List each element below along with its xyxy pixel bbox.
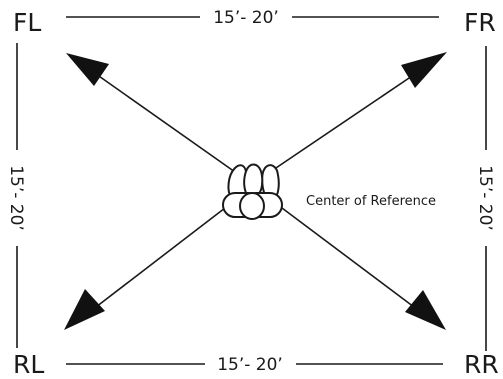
- right-dimension: 15’- 20’: [475, 46, 495, 351]
- corner-label-rear-right: RR: [464, 350, 499, 379]
- right-dimension-label: 15’- 20’: [475, 165, 495, 231]
- left-dimension-label: 15’- 20’: [6, 165, 26, 231]
- arrow-to-rear-left-icon: [64, 207, 226, 330]
- arrow-to-front-left-icon: [66, 53, 236, 173]
- corner-label-front-right: FR: [464, 8, 496, 37]
- left-dimension: 15’- 20’: [6, 43, 26, 348]
- bottom-dimension: 15’- 20’: [66, 355, 443, 375]
- center-of-reference-label: Center of Reference: [306, 194, 436, 209]
- top-dimension-label: 15’- 20’: [213, 8, 279, 28]
- corner-label-front-left: FL: [13, 8, 41, 37]
- top-dimension: 15’- 20’: [66, 8, 439, 28]
- arrow-to-rear-right-icon: [281, 207, 446, 330]
- corner-label-rear-left: RL: [13, 350, 44, 379]
- listener-group-icon: [222, 163, 283, 220]
- arrow-to-front-right-icon: [269, 52, 447, 173]
- bottom-dimension-label: 15’- 20’: [217, 355, 283, 375]
